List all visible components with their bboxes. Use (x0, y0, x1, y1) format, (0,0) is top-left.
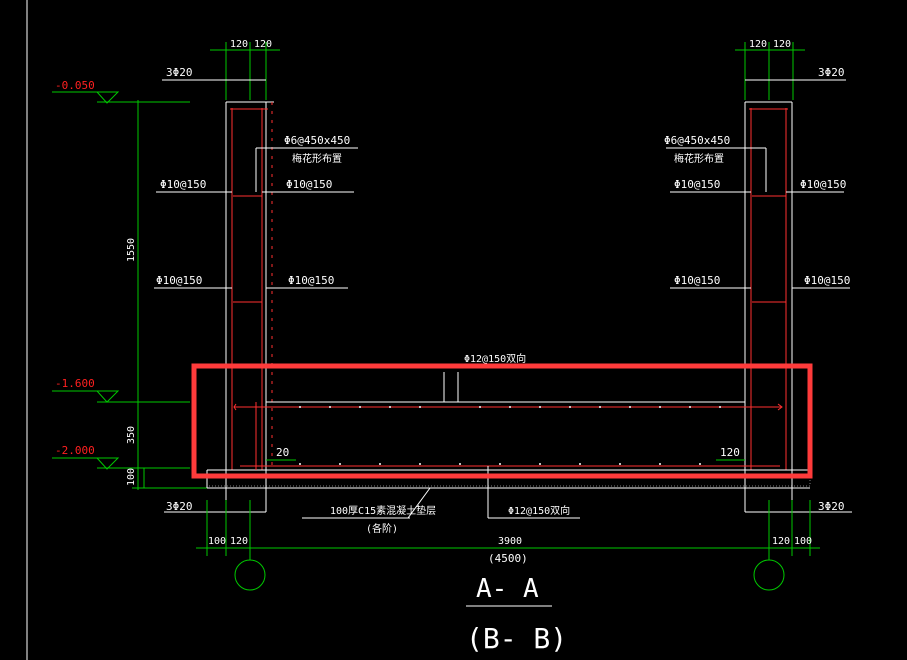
inner-dim-right: 120 (720, 446, 740, 459)
elevation-mid-label: -1.600 (55, 377, 95, 390)
vdim-100: 100 (126, 468, 137, 486)
top-dim-left-2: 120 (254, 39, 272, 50)
right-wall-outer-upper: Φ10@150 (800, 178, 846, 191)
section-subtitle: (B- B) (466, 622, 567, 655)
right-wall-rebar (749, 108, 788, 470)
right-top-bar-label: 3Φ20 (818, 66, 845, 79)
total-span-label: (4500) (488, 552, 528, 565)
right-wall-outer-lower: Φ10@150 (804, 274, 850, 287)
highlight-box[interactable] (191, 363, 813, 479)
elevation-top-label: -0.050 (55, 79, 95, 92)
right-tie-label: Φ6@450x450 (664, 134, 730, 147)
left-wall (206, 101, 274, 513)
cushion-note: (各阶) (366, 522, 398, 535)
slab-top-label: Φ12@150双向 (464, 352, 526, 365)
vertical-dimension-chain (132, 100, 210, 490)
left-tie-note: 梅花形布置 (292, 152, 342, 165)
left-bottom-bar-label: 3Φ20 (166, 500, 193, 513)
vdim-1550: 1550 (126, 238, 137, 262)
bottom-dimension-chain (196, 500, 820, 556)
left-top-bar-label: 3Φ20 (166, 66, 193, 79)
top-dimension-left (210, 42, 280, 100)
left-wall-inner-upper: Φ10@150 (286, 178, 332, 191)
vdim-350: 350 (126, 426, 137, 444)
top-dim-left-1: 120 (230, 39, 248, 50)
left-tie-label: Φ6@450x450 (284, 134, 350, 147)
left-wall-outer-upper: Φ10@150 (160, 178, 206, 191)
axis-bubble-left (234, 559, 266, 591)
bottom-dim-span: 3900 (498, 536, 522, 547)
right-wall-inner-upper: Φ10@150 (674, 178, 720, 191)
top-dim-right-2: 120 (773, 39, 791, 50)
top-dimension-right (735, 42, 805, 100)
left-wall-inner-lower: Φ10@150 (288, 274, 334, 287)
right-wall-inner-lower: Φ10@150 (674, 274, 720, 287)
cushion-label: 100厚C15素混凝土垫层 (330, 504, 436, 517)
base-slab (207, 372, 810, 489)
left-wall-rebar (230, 102, 273, 470)
bottom-dim-left-120: 120 (230, 536, 248, 547)
right-wall-leaders (666, 79, 852, 513)
slab-bottom-label: Φ12@150双向 (508, 504, 570, 517)
axis-bubble-right (753, 559, 785, 591)
right-bottom-bar-label: 3Φ20 (818, 500, 845, 513)
top-dim-right-1: 120 (749, 39, 767, 50)
elevation-bottom-label: -2.000 (55, 444, 95, 457)
inner-dim-left: 20 (276, 446, 289, 459)
left-wall-outer-lower: Φ10@150 (156, 274, 202, 287)
bottom-dim-right-100: 100 (794, 536, 812, 547)
left-wall-leaders (154, 79, 358, 513)
right-tie-note: 梅花形布置 (674, 152, 724, 165)
section-title: A- A (476, 574, 539, 604)
bottom-dim-left-100: 100 (208, 536, 226, 547)
slab-rebar-dots (299, 406, 721, 465)
bottom-dim-right-120: 120 (772, 536, 790, 547)
cushion-layer (206, 473, 811, 487)
